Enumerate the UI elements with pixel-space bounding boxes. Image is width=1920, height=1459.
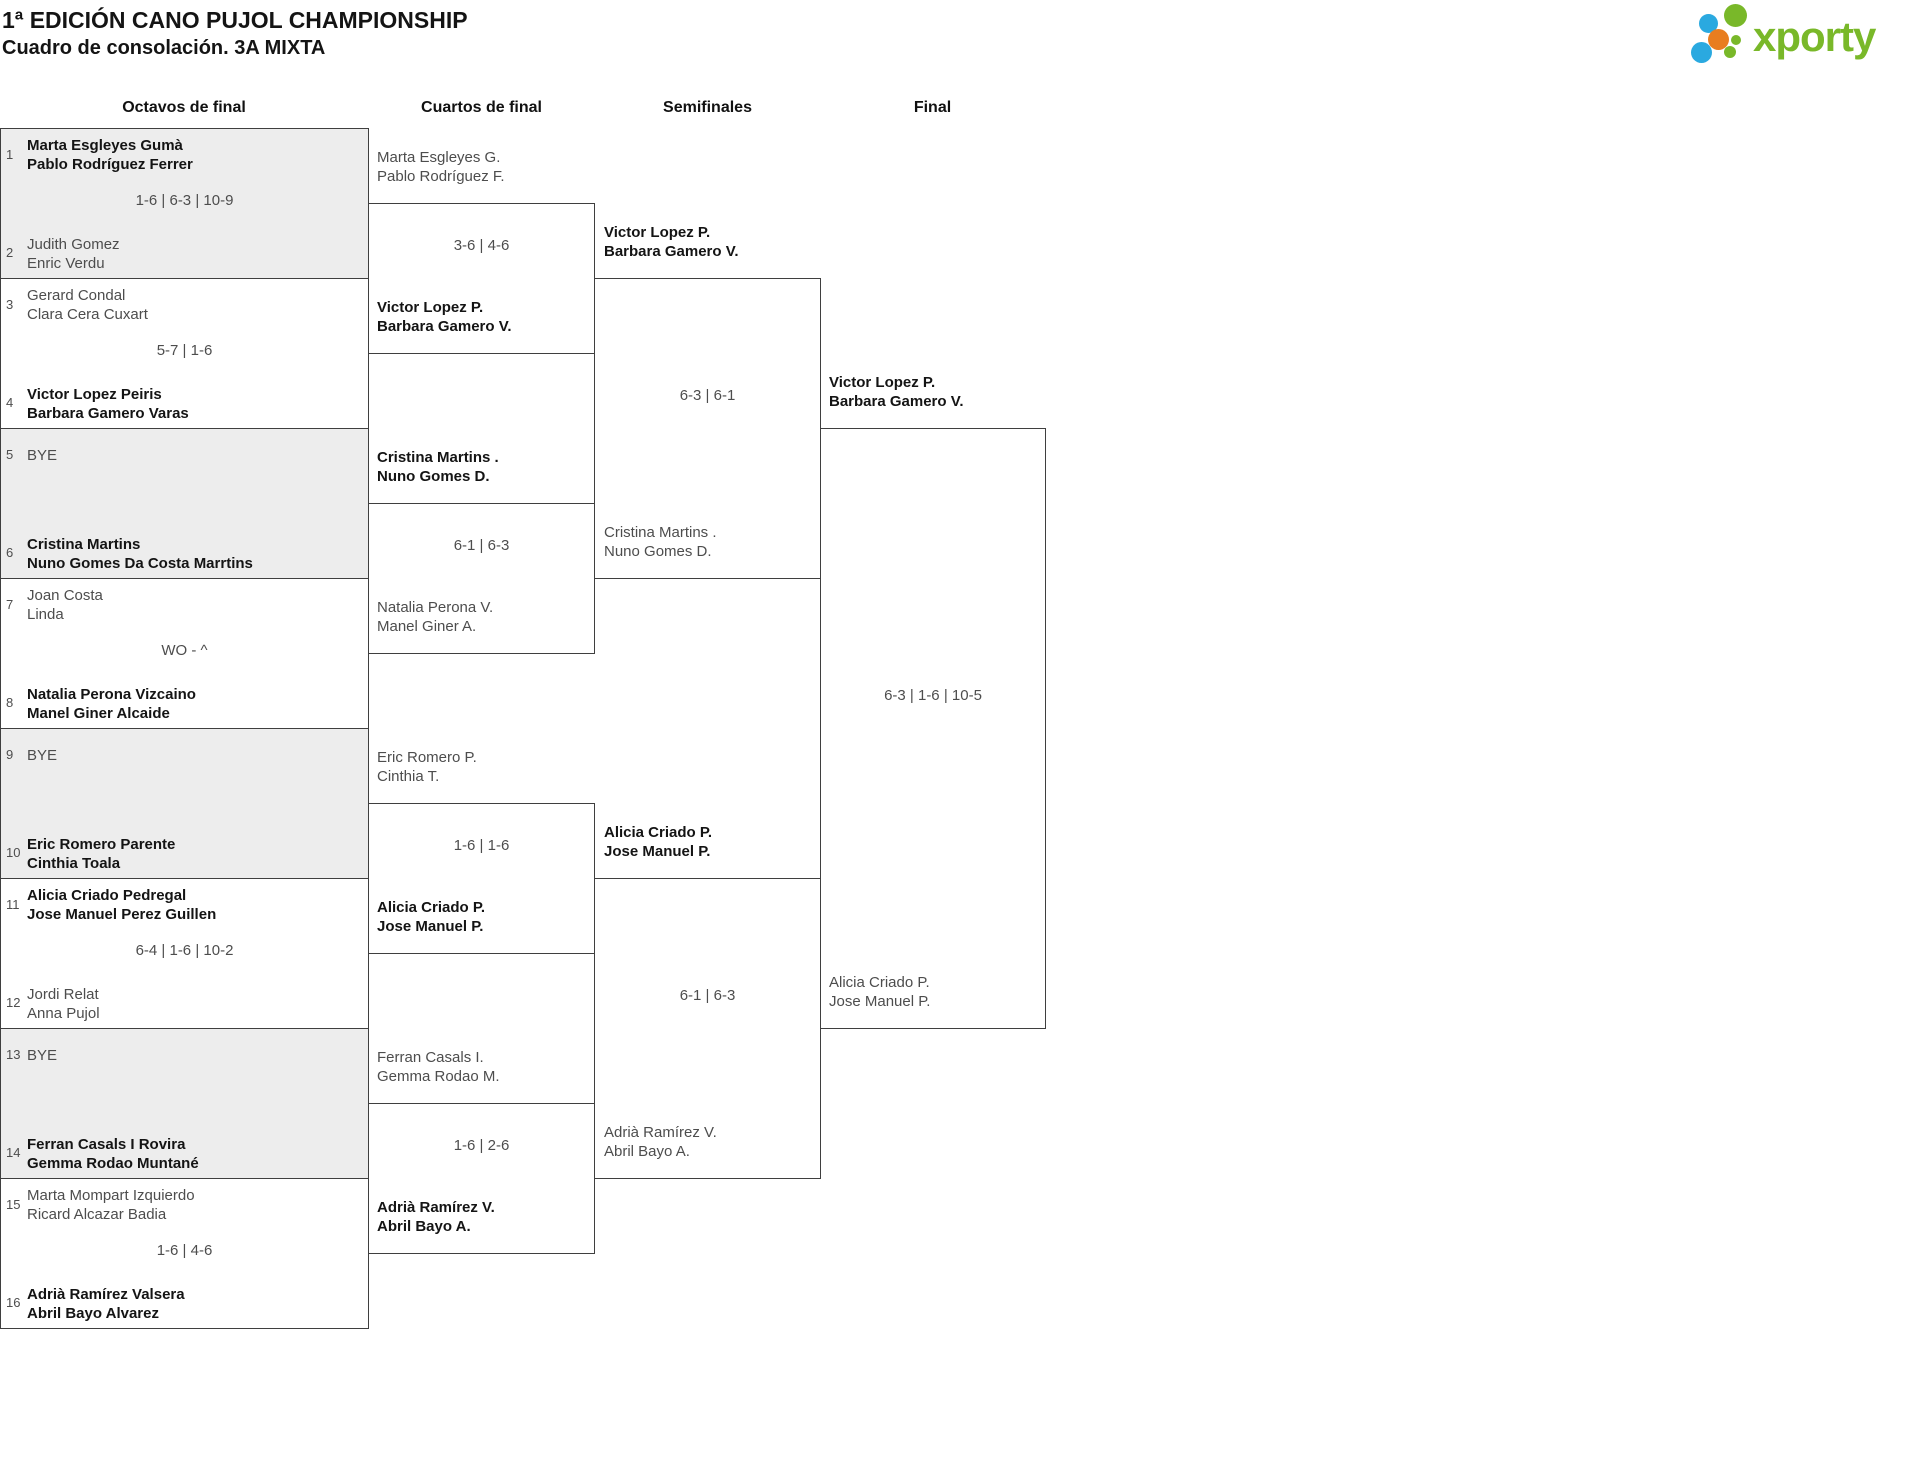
- team-name-bottom: Natalia Perona V.Manel Giner A.: [377, 599, 494, 635]
- seed-number: 8: [6, 695, 14, 710]
- team-name-top-bye: BYE: [27, 1047, 58, 1064]
- round-header-cuartos: Cuartos de final: [421, 99, 542, 116]
- seed-number: 3: [6, 297, 14, 312]
- seed-number: 4: [6, 395, 14, 410]
- match-box: [368, 803, 595, 954]
- team-name-top: Cristina Martins .Nuno Gomes D.: [377, 449, 499, 485]
- team-name-top: Victor Lopez P.Barbara Gamero V.: [829, 374, 964, 410]
- match-score: 1-6 | 2-6: [453, 1137, 510, 1154]
- team-name-top: Alicia Criado P.Jose Manuel P.: [604, 824, 713, 860]
- logo-dot-green-small-1: [1731, 35, 1741, 45]
- seed-number: 16: [6, 1295, 21, 1310]
- team-name-top: Ferran Casals I.Gemma Rodao M.: [377, 1049, 500, 1085]
- match-box: [368, 1103, 595, 1254]
- team-name-top: Eric Romero P.Cinthia T.: [377, 749, 477, 785]
- seed-number: 5: [6, 447, 14, 462]
- seed-number: 2: [6, 245, 14, 260]
- round-header-octavos: Octavos de final: [122, 99, 246, 116]
- seed-number: 1: [6, 147, 14, 162]
- match-score: WO - ^: [161, 642, 208, 659]
- match-score: 6-1 | 6-3: [679, 987, 736, 1004]
- xporty-logo[interactable]: xporty: [1685, 0, 1920, 70]
- seed-number: 15: [6, 1197, 21, 1212]
- match-score: 6-3 | 6-1: [679, 387, 736, 404]
- tournament-title: 1ª EDICIÓN CANO PUJOL CHAMPIONSHIP: [2, 7, 468, 33]
- match-score: 1-6 | 1-6: [453, 837, 510, 854]
- tournament-subtitle: Cuadro de consolación. 3A MIXTA: [2, 37, 326, 59]
- seed-number: 7: [6, 597, 14, 612]
- seed-number: 14: [6, 1145, 21, 1160]
- match-score: 3-6 | 4-6: [453, 237, 510, 254]
- seed-number: 12: [6, 995, 21, 1010]
- team-name-top: Victor Lopez P.Barbara Gamero V.: [604, 224, 739, 260]
- match-score: 6-4 | 1-6 | 10-2: [135, 942, 234, 959]
- seed-number: 13: [6, 1047, 21, 1062]
- logo-wordmark: xporty: [1753, 13, 1876, 60]
- team-name-bottom: Adrià Ramírez V.Abril Bayo A.: [377, 1199, 495, 1235]
- team-name-bottom: Alicia Criado P.Jose Manuel P.: [829, 974, 931, 1010]
- match-score: 6-1 | 6-3: [453, 537, 510, 554]
- match-score: 1-6 | 6-3 | 10-9: [135, 192, 234, 209]
- logo-dot-blue-bottom: [1691, 42, 1712, 63]
- match-score: 1-6 | 4-6: [156, 1242, 213, 1259]
- seed-number: 9: [6, 747, 14, 762]
- team-name-bottom: Adrià Ramírez V.Abril Bayo A.: [604, 1124, 717, 1160]
- match-box: [594, 878, 821, 1179]
- team-name-top-bye: BYE: [27, 747, 58, 764]
- match-box: [594, 278, 821, 579]
- team-name-bottom: Victor Lopez P.Barbara Gamero V.: [377, 299, 512, 335]
- round-header-semifinales: Semifinales: [663, 99, 752, 116]
- team-name-bottom: Cristina Martins .Nuno Gomes D.: [604, 524, 717, 560]
- seed-number: 10: [6, 845, 21, 860]
- match-score: 5-7 | 1-6: [156, 342, 213, 359]
- seed-number: 11: [6, 897, 20, 912]
- team-name-bottom: Alicia Criado P.Jose Manuel P.: [377, 899, 486, 935]
- team-name-top: Marta Esgleyes G.Pablo Rodríguez F.: [377, 149, 505, 185]
- team-name-top-bye: BYE: [27, 447, 58, 464]
- title-block: 1ª EDICIÓN CANO PUJOL CHAMPIONSHIP Cuadr…: [2, 5, 468, 61]
- logo-dot-blue-top: [1699, 14, 1718, 33]
- round-header-final: Final: [913, 99, 952, 116]
- logo-dot-green-large: [1724, 4, 1747, 27]
- match-score: 6-3 | 1-6 | 10-5: [884, 687, 982, 704]
- logo-dot-orange: [1708, 29, 1729, 50]
- seed-number: 6: [6, 545, 14, 560]
- match-box: [820, 428, 1046, 1029]
- logo-dot-green-small-2: [1724, 46, 1736, 58]
